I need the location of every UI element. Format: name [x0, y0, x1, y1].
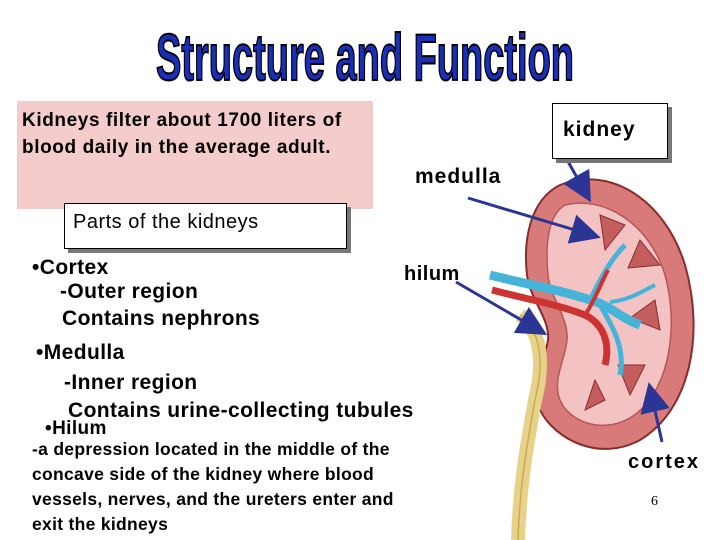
cortex-name: Cortex [39, 256, 109, 279]
arrow-hilum [455, 280, 548, 336]
ureter [511, 309, 547, 540]
hilum-desc-line: concave side of the kidney where blood [32, 464, 375, 484]
arrow-cortex [640, 382, 670, 443]
medulla-name: Medulla [43, 341, 125, 364]
renal-pyramids [584, 214, 661, 411]
bullet: • [45, 418, 53, 439]
renal-artery [491, 286, 611, 366]
kidney-label: kidney [563, 118, 636, 141]
info-box-text: Kidneys filter about 1700 liters of bloo… [22, 110, 342, 158]
info-box: Kidneys filter about 1700 liters of bloo… [17, 101, 373, 209]
hilum-desc-line: exit the kidneys [32, 514, 169, 534]
renal-vein [488, 270, 642, 330]
hilum-desc-line: -a depression located in the middle of t… [32, 439, 390, 459]
medulla-line2: Contains urine-collecting tubules [68, 399, 414, 422]
slide-title: Structure and Function [150, 14, 580, 96]
page-number: 6 [651, 494, 658, 509]
arrow-kidney [563, 157, 591, 203]
cortex-label: cortex [628, 451, 701, 473]
hilum-name: Hilum [52, 418, 107, 439]
medulla-heading: •Medulla [36, 341, 125, 365]
cortex-heading: •Cortex [32, 256, 109, 280]
parts-heading-box: Parts of the kidneys [64, 203, 347, 249]
parts-heading-text: Parts of the kidneys [73, 211, 259, 233]
hilum-heading: •Hilum [45, 418, 107, 440]
cortex-line1: -Outer region [60, 280, 199, 303]
cortex-line2: Contains nephrons [62, 307, 261, 330]
arrow-medulla [467, 196, 601, 244]
hilum-description: -a depression located in the middle of t… [32, 437, 394, 537]
hilum-label: hilum [404, 263, 460, 285]
kidney-label-box: kidney [552, 103, 668, 159]
bullet: • [36, 341, 44, 364]
slide-title-text: Structure and Function [156, 20, 574, 94]
medulla-label: medulla [415, 165, 502, 188]
hilum-desc-line: vessels, nerves, and the ureters enter a… [32, 489, 394, 509]
medulla-line1: -Inner region [64, 371, 198, 394]
bullet: • [32, 256, 40, 279]
